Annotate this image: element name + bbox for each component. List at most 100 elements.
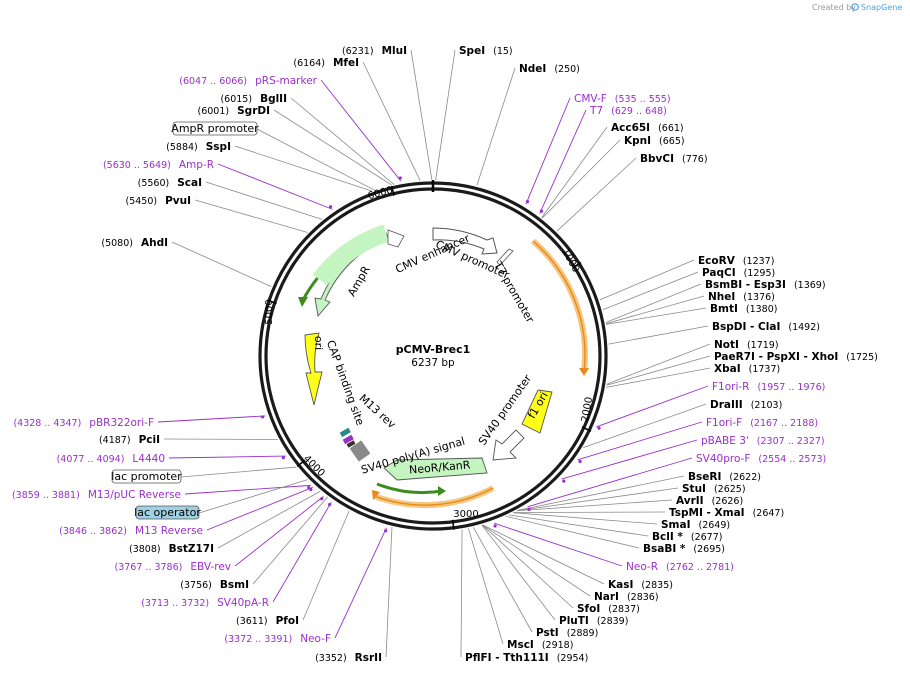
primer-prs-marker[interactable]: (6047 .. 6066)pRS-marker (179, 75, 317, 87)
site-paqci[interactable]: PaqCI(1295) (702, 267, 775, 279)
site-position: (2625) (714, 484, 746, 495)
lead-bspdi-clai (608, 325, 709, 345)
site-smai[interactable]: SmaI(2649) (661, 519, 730, 531)
primer-position: (2307 .. 2327) (757, 436, 825, 447)
primer-mark-pbabe-3 (562, 479, 566, 483)
site-bsmi[interactable]: (3756)BsmI (180, 579, 249, 591)
site-bspdi-clai[interactable]: BspDI - ClaI(1492) (712, 321, 820, 333)
primer-mark-f1ori-r (597, 426, 601, 430)
primer-amp-r[interactable]: (5630 .. 5649)Amp-R (103, 159, 214, 171)
site-bstz17i[interactable]: (3808)BstZ17I (129, 543, 214, 555)
primer-position: (3372 .. 3391) (224, 634, 292, 645)
primer-sv40pa-r[interactable]: (3713 .. 3732)SV40pA-R (141, 597, 269, 609)
primer-t7[interactable]: T7(629 .. 648) (589, 105, 667, 117)
site-avrii[interactable]: AvrII(2626) (676, 495, 743, 507)
site-bsabi[interactable]: BsaBI *(2695) (643, 543, 725, 555)
cmv-enhancer-arrow[interactable] (432, 227, 498, 255)
site-position: (3756) (180, 580, 212, 591)
site-sfoi[interactable]: SfoI(2837) (577, 603, 640, 615)
site-ecorv[interactable]: EcoRV(1237) (698, 255, 774, 267)
site-pflfi-tth111i[interactable]: PflFI - Tth111I(2954) (465, 652, 588, 664)
site-stui[interactable]: StuI(2625) (682, 483, 746, 495)
feature-t7-promoter: T7 promoter (491, 259, 537, 326)
site-bglii[interactable]: (6015)BglII (220, 93, 287, 105)
primer-pbr322ori-f[interactable]: (4328 .. 4347)pBR322ori-F (13, 417, 154, 429)
site-mfei[interactable]: (6164)MfeI (293, 57, 359, 69)
primer-mark-neo-r (493, 524, 497, 528)
site-pcii[interactable]: (4187)PciI (99, 434, 160, 446)
primer-name: M13 Reverse (135, 525, 203, 537)
site-psti[interactable]: PstI(2889) (536, 627, 598, 639)
boxed-label-lac-promoter[interactable]: lac promoter (111, 470, 182, 483)
site-mlui[interactable]: (6231)MluI (342, 45, 407, 57)
site-pfoi[interactable]: (3611)PfoI (236, 615, 299, 627)
primer-mark-pbr322ori-f (260, 415, 265, 419)
site-nari[interactable]: NarI(2836) (594, 591, 659, 603)
site-bbvci[interactable]: BbvCI(776) (640, 153, 708, 165)
neor-kanr-feature[interactable] (383, 457, 488, 481)
site-paer7i-pspxi-xhoi[interactable]: PaeR7I - PspXI - XhoI(1725) (714, 351, 878, 363)
cap-binding-site-feature[interactable] (339, 427, 351, 438)
center-title: pCMV-Brec1 6237 bp (396, 343, 471, 369)
primer-l4440[interactable]: (4077 .. 4094)L4440 (57, 453, 165, 465)
t7-promoter-arrow[interactable] (496, 248, 514, 266)
site-pvui[interactable]: (5450)PvuI (125, 195, 191, 207)
bottom-orange-feature-head (372, 490, 380, 500)
site-scai[interactable]: (5560)ScaI (138, 177, 202, 189)
lead-sspi (234, 145, 372, 192)
site-kpni[interactable]: KpnI(665) (624, 135, 685, 147)
site-bcli[interactable]: BclI *(2677) (652, 531, 722, 543)
site-bsmbi-esp3i[interactable]: BsmBI - Esp3I(1369) (705, 279, 826, 291)
primer-cmv-f[interactable]: CMV-F(535 .. 555) (574, 93, 671, 105)
site-bseri[interactable]: BseRI(2622) (688, 471, 761, 483)
site-bmti[interactable]: BmtI(1380) (710, 303, 777, 315)
primer-lead-sv40pro-f (527, 457, 693, 508)
sv40-polya-feature[interactable] (349, 440, 371, 462)
primer-m13-puc-reverse[interactable]: (3859 .. 3881)M13/pUC Reverse (12, 489, 181, 501)
site-sspi[interactable]: (5884)SspI (166, 141, 231, 153)
primer-m13-reverse[interactable]: (3846 .. 3862)M13 Reverse (59, 525, 203, 537)
site-name: AvrII (676, 495, 704, 507)
site-tspmi-xmai[interactable]: TspMI - XmaI(2647) (669, 507, 784, 519)
site-pluti[interactable]: PluTI(2839) (559, 615, 628, 627)
lead-bsmbi-esp3i (605, 283, 702, 323)
site-kasi[interactable]: KasI(2835) (608, 579, 673, 591)
primer-name: M13/pUC Reverse (88, 489, 181, 501)
primer-neo-r[interactable]: Neo-R(2762 .. 2781) (626, 561, 734, 573)
primer-f1ori-r[interactable]: F1ori-R(1957 .. 1976) (712, 381, 825, 393)
primer-ebv-rev[interactable]: (3767 .. 3786)EBV-rev (115, 561, 232, 573)
primer-neo-f[interactable]: (3372 .. 3391)Neo-F (224, 633, 331, 645)
site-spei[interactable]: SpeI(15) (459, 45, 513, 57)
site-msci[interactable]: MscI(2918) (507, 639, 573, 651)
site-position: (2918) (542, 640, 574, 651)
m13-rev-feature[interactable] (346, 440, 356, 448)
lead-bglii (290, 97, 395, 185)
boxed-label-lac-operator[interactable]: lac operator (134, 506, 201, 519)
ori-feature[interactable] (304, 332, 323, 406)
box-ampr-promoter (172, 121, 258, 136)
ampr-promoter-arrow[interactable] (387, 229, 405, 248)
site-draiii[interactable]: DraIII(2103) (710, 399, 782, 411)
plasmid-backbone (258, 180, 608, 531)
lac-operator-feature[interactable] (342, 434, 354, 445)
site-position: (2889) (567, 628, 599, 639)
site-nhei[interactable]: NheI(1376) (708, 291, 775, 303)
sv40-promoter-arrow[interactable] (492, 429, 525, 461)
feature-ori: ori (312, 336, 325, 350)
site-noti[interactable]: NotI(1719) (714, 339, 779, 351)
primer-lead-pbr322ori-f (157, 415, 266, 423)
lead-msci (467, 528, 504, 645)
f1-ori-feature[interactable] (521, 389, 553, 434)
site-rsrii[interactable]: (3352)RsrII (315, 652, 382, 664)
primer-pbabe-3[interactable]: pBABE 3'(2307 .. 2327) (701, 435, 825, 447)
boxed-label-ampr-promoter[interactable]: AmpR promoter (171, 122, 259, 135)
site-xbai[interactable]: XbaI(1737) (714, 363, 780, 375)
primer-sv40pro-f[interactable]: SV40pro-F(2554 .. 2573) (696, 453, 826, 465)
site-acc65i[interactable]: Acc65I(661) (611, 122, 684, 134)
site-name: PluTI (559, 615, 589, 627)
primer-f1ori-f[interactable]: F1ori-F(2167 .. 2188) (706, 417, 818, 429)
site-sgrdi[interactable]: (6001)SgrDI (198, 105, 270, 117)
site-ndei[interactable]: NdeI(250) (519, 63, 580, 75)
site-ahdi[interactable]: (5080)AhdI (101, 237, 168, 249)
plasmid-length: 6237 bp (411, 357, 455, 369)
